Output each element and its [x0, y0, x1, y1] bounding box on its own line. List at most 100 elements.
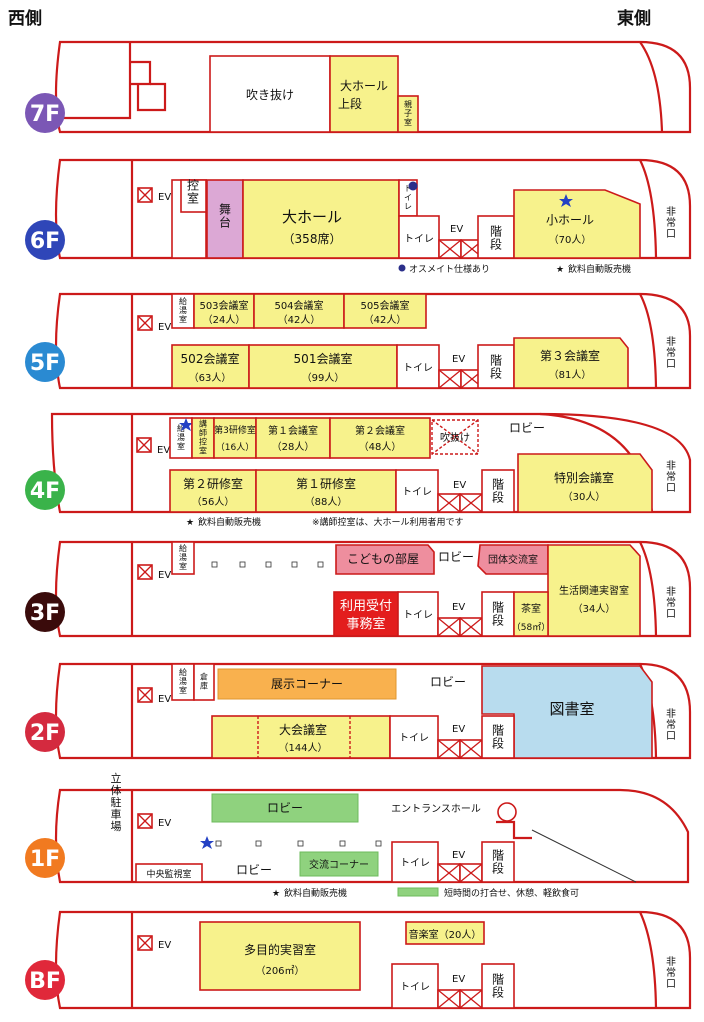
room-1f-lobby: ロビー	[236, 863, 272, 877]
room-6f-hall-cap: （358席）	[283, 231, 342, 246]
room-4f-lobby: ロビー	[509, 421, 545, 435]
room-3f-kitchenette: 給湯室	[179, 543, 187, 571]
exit-5f: 非常口	[666, 336, 676, 370]
room-3f-lobby: ロビー	[438, 550, 474, 564]
badge-bf	[25, 960, 65, 1000]
note-4f-lecturer: ※講師控室は、大ホール利用者用です	[312, 516, 464, 528]
room-4f-t2: 第２研修室	[183, 476, 243, 491]
room-6f-toilet-small: トイレ	[404, 184, 412, 211]
room-2f-storage: 倉庫	[200, 672, 208, 691]
exit-6f: 非常口	[666, 206, 676, 240]
floor-2f: EV 給湯室 倉庫 展示コーナー ロビー 図書室 大会議室 （144人） トイレ…	[25, 662, 692, 760]
room-2f-lobby: ロビー	[430, 675, 466, 689]
room-5f-toilet: トイレ	[403, 363, 433, 374]
room-5f-r3-cap: （81人）	[549, 369, 592, 381]
floor-bf: EV 多目的実習室 （206㎡） 音楽室（20人） トイレ EV 階段 非常口 …	[25, 910, 692, 1010]
room-bf-toilet: トイレ	[400, 982, 430, 993]
room-2f-kitchenette: 給湯室	[179, 667, 187, 695]
room-3f-office-2: 事務室	[346, 616, 385, 632]
note-4f-vending: 飲料自動販売機	[198, 516, 261, 528]
room-4f-toilet: トイレ	[402, 487, 432, 498]
room-5f-504: 504会議室	[274, 299, 323, 312]
room-5f-501: 501会議室	[294, 351, 353, 366]
badge-bf-label: BF	[29, 969, 61, 994]
room-2f-toilet: トイレ	[399, 733, 429, 744]
badge-1f	[25, 838, 65, 878]
room-bf-music: 音楽室（20人）	[409, 928, 482, 941]
room-4f-void: 吹抜け	[440, 431, 470, 444]
room-5f-505-cap: （42人）	[364, 314, 407, 326]
room-4f-t3: 第3研修室	[214, 424, 256, 436]
room-4f-lecturer: 講師控室	[199, 419, 207, 456]
room-4f-t1: 第１研修室	[296, 476, 356, 491]
room-3f-toilet: トイレ	[403, 610, 433, 621]
room-5f-501-cap: （99人）	[302, 372, 345, 384]
vending-marker-6f	[559, 194, 573, 207]
ostomate-marker	[408, 181, 418, 191]
room-6f-stage: 舞台	[219, 203, 231, 230]
stairs-1f: 階段	[492, 848, 504, 876]
exit-bf: 非常口	[666, 956, 676, 990]
stairs-6f: 階段	[490, 224, 502, 252]
badge-7f	[25, 93, 65, 133]
ev-bf: EV	[158, 940, 171, 951]
floor-3f: EV 給湯室 こどもの部屋 ロビー 団体交流室 生活関連実習室 （34人） 利用…	[25, 540, 692, 638]
room-6f-toilet: トイレ	[404, 234, 434, 245]
room-3f-life: 生活関連実習室	[559, 584, 629, 597]
badge-2f	[25, 712, 65, 752]
badge-3f-label: 3F	[30, 601, 60, 626]
floor-6f: EV 控室 舞台 大ホール （358席） トイレ トイレ EV 階段 小ホール …	[25, 158, 692, 275]
ev-3f: EV	[158, 570, 171, 581]
room-6f-waiting: 控室	[187, 179, 199, 206]
room-5f-503: 503会議室	[199, 299, 248, 312]
ev2-1f: EV	[452, 850, 465, 861]
room-5f-503-cap: （24人）	[203, 314, 246, 326]
badge-7f-label: 7F	[30, 102, 60, 127]
room-3f-tea: 茶室	[521, 602, 541, 615]
ev-6f: EV	[158, 192, 171, 203]
badge-6f-label: 6F	[30, 229, 60, 254]
room-4f-c1: 第１会議室	[268, 424, 318, 437]
room-1f-monitor: 中央監視室	[146, 868, 191, 880]
room-5f-502: 502会議室	[181, 351, 240, 366]
badge-5f	[25, 342, 65, 382]
room-2f-big: 大会議室	[279, 722, 327, 737]
note-6f-ostomate: オスメイト仕様あり	[409, 263, 490, 275]
room-6f-small-hall-cap: （70人）	[549, 234, 592, 246]
west-label: 西側	[8, 8, 42, 29]
badge-2f-label: 2F	[30, 721, 60, 746]
room-1f-lobby-top: ロビー	[267, 801, 303, 815]
room-4f-special-cap: （30人）	[563, 491, 606, 503]
east-label: 東側	[617, 8, 651, 29]
ev2-5f: EV	[452, 354, 465, 365]
vending-legend-icon-6f: ★	[556, 265, 564, 275]
ev-4f: EV	[157, 445, 170, 456]
floor-5f: EV 給湯室 503会議室 （24人） 504会議室 （42人） 505会議室 …	[25, 292, 692, 390]
room-4f-c1-cap: （28人）	[272, 441, 315, 453]
exit-3f: 非常口	[666, 586, 676, 620]
room-1f-toilet: トイレ	[400, 858, 430, 869]
room-4f-special: 特別会議室	[554, 470, 614, 485]
badge-4f	[25, 470, 65, 510]
room-4f-c2-cap: （48人）	[359, 441, 402, 453]
vending-marker-1f	[200, 836, 214, 849]
ev2-bf: EV	[452, 974, 465, 985]
note-6f-vending: 飲料自動販売機	[568, 263, 631, 275]
ev2-2f: EV	[452, 724, 465, 735]
floor-7f: 吹き抜け 大ホール 上段 親子室 7F	[25, 40, 692, 134]
room-bf-multi-cap: （206㎡）	[255, 965, 304, 977]
room-5f-502-cap: （63人）	[189, 372, 232, 384]
room-6f-hall: 大ホール	[282, 208, 342, 226]
room-6f-small-hall: 小ホール	[546, 213, 594, 227]
stairs-3f: 階段	[492, 600, 504, 628]
badge-5f-label: 5F	[30, 351, 60, 376]
room-1f-parking: 立体駐車場	[111, 771, 122, 833]
room-1f-exchange: 交流コーナー	[309, 858, 369, 871]
room-4f-t3-cap: （16人）	[216, 442, 254, 453]
room-4f-kitchenette: 給湯室	[177, 423, 185, 451]
room-3f-office-1: 利用受付	[340, 599, 392, 614]
ev-1f: EV	[158, 818, 171, 829]
vending-legend-icon-1f: ★	[272, 889, 280, 899]
stairs-4f: 階段	[492, 477, 504, 505]
